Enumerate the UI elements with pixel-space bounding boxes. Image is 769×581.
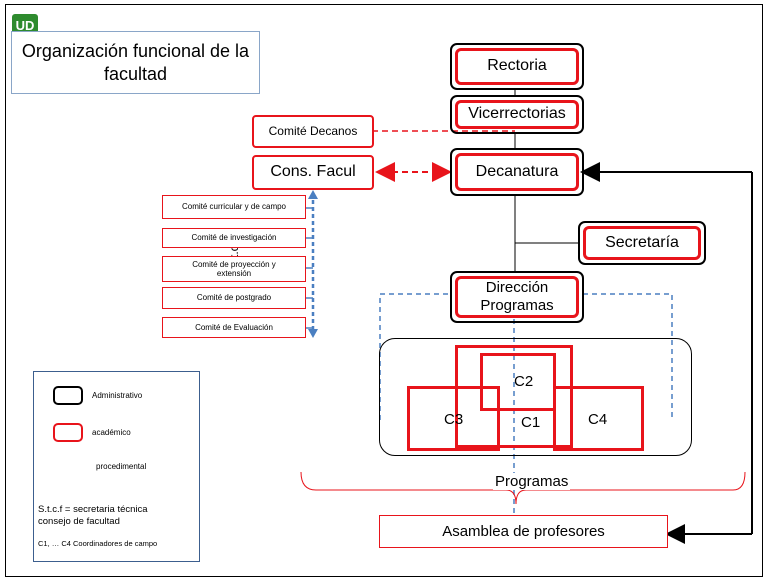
rectoria-node: Rectoria xyxy=(450,43,584,90)
field-c1-label: C1 xyxy=(521,414,541,431)
rectoria-label: Rectoria xyxy=(487,57,547,75)
asamblea-label: Asamblea de profesores xyxy=(442,522,605,540)
direccion-label: Dirección Programas xyxy=(480,279,554,314)
vicerrectorias-node: Vicerrectorias xyxy=(450,95,584,134)
vicerrectorias-label: Vicerrectorias xyxy=(468,105,566,123)
asamblea-node: Asamblea de profesores xyxy=(379,515,668,548)
legend-academic-label: académico xyxy=(92,428,131,437)
secretaria-label: Secretaría xyxy=(605,233,679,251)
cons-facul-node: Cons. Facul xyxy=(252,155,374,190)
fields-container xyxy=(379,338,692,456)
legend-academic-sample xyxy=(53,423,83,442)
committee-proyeccion: Comité de proyección y extensión xyxy=(162,256,306,282)
field-c2-label: C2 xyxy=(514,373,534,390)
decanatura-label: Decanatura xyxy=(475,162,559,180)
field-c3-box xyxy=(407,386,500,451)
decanatura-node: Decanatura xyxy=(450,148,584,196)
comite-decanos-label: Comité Decanos xyxy=(268,123,358,138)
field-c1-box xyxy=(455,345,573,448)
legend-box: Administrativo académico procedimental S… xyxy=(33,371,200,562)
committee-investigacion: Comité de investigación xyxy=(162,228,306,248)
slide-frame xyxy=(5,4,763,577)
committee-curricular: Comité curricular y de campo xyxy=(162,195,306,219)
committee-evaluacion: Comité de Evaluación xyxy=(162,317,306,338)
cons-facul-label: Cons. Facul xyxy=(270,163,356,181)
legend-admin-sample xyxy=(53,386,83,405)
programas-label: Programas xyxy=(493,473,571,490)
field-c3-label: C3 xyxy=(444,411,464,428)
field-c4-label: C4 xyxy=(588,411,608,428)
legend-procedural-label: procedimental xyxy=(96,462,147,471)
comite-decanos-node: Comité Decanos xyxy=(252,115,374,148)
title-box: Organización funcional de la facultad xyxy=(11,31,260,94)
legend-coordinators-definition: C1, … C4 Coordinadores de campo xyxy=(38,539,158,548)
legend-admin-label: Administrativo xyxy=(92,391,143,400)
direccion-programas-node: Dirección Programas xyxy=(450,271,584,323)
secretaria-node: Secretaría xyxy=(578,221,706,265)
field-c4-box xyxy=(553,386,644,451)
diagram-title: Organización funcional de la facultad xyxy=(21,41,250,84)
legend-stcf-definition: S.t.c.f = secretaria técnica consejo de … xyxy=(38,504,148,527)
field-c2-box xyxy=(480,353,556,411)
committee-postgrado: Comité de postgrado xyxy=(162,287,306,309)
